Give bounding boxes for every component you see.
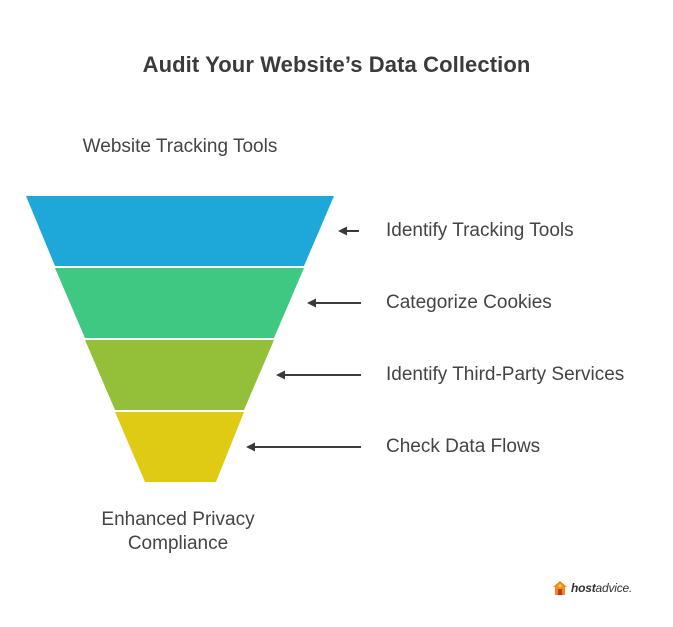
funnel-layer-2 (55, 268, 304, 338)
funnel-layer-1 (26, 196, 334, 266)
funnel-bottom-label-line-1: Enhanced Privacy (101, 509, 255, 530)
step-label-identify-third-party-services: Identify Third-Party Services (386, 364, 625, 385)
funnel-layer-4 (115, 412, 244, 482)
arrow-step-3 (276, 370, 361, 380)
hostadvice-house-icon (553, 581, 567, 595)
arrow-step-2 (307, 298, 361, 308)
logo-brand-rest: advice. (595, 581, 633, 595)
funnel-top-label: Website Tracking Tools (82, 136, 278, 157)
arrow-step-4 (246, 442, 361, 452)
funnel-bottom-label-line-2: Compliance (127, 533, 229, 554)
step-label-identify-tracking-tools: Identify Tracking Tools (386, 220, 574, 241)
funnel-bottom-label: Enhanced Privacy Compliance (28, 508, 328, 556)
arrow-step-1 (338, 226, 359, 236)
step-label-categorize-cookies: Categorize Cookies (386, 292, 552, 313)
funnel-layer-3 (85, 340, 274, 410)
hostadvice-logo: hostadvice. (552, 578, 632, 598)
step-label-check-data-flows: Check Data Flows (386, 436, 541, 457)
logo-brand-bold: host (571, 581, 596, 595)
diagram-title: Audit Your Website’s Data Collection (142, 52, 531, 77)
logo-wordmark: hostadvice. (571, 581, 632, 595)
